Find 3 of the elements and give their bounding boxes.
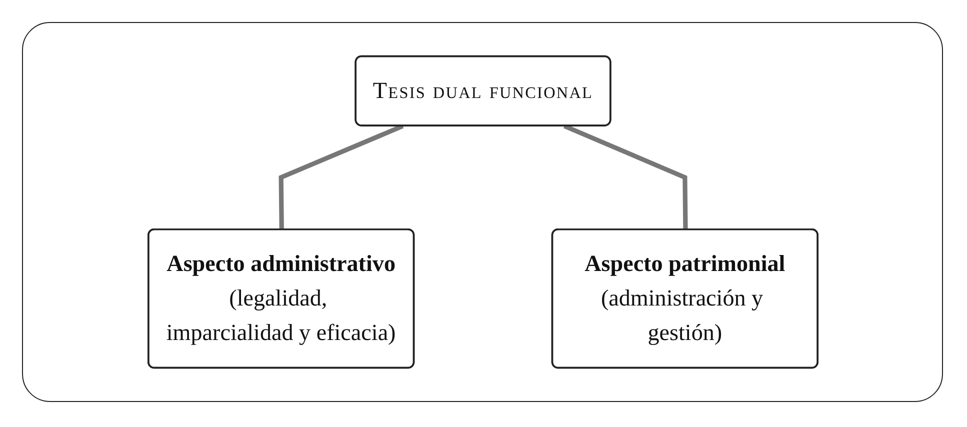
frame-border: Tesis dual funcional Aspecto administrativo (legalidad, imparcialidad y eficacia) Aspecto patrimonial (administración y gestión) xyxy=(22,22,943,402)
connector xyxy=(278,124,404,230)
connector xyxy=(562,124,688,230)
